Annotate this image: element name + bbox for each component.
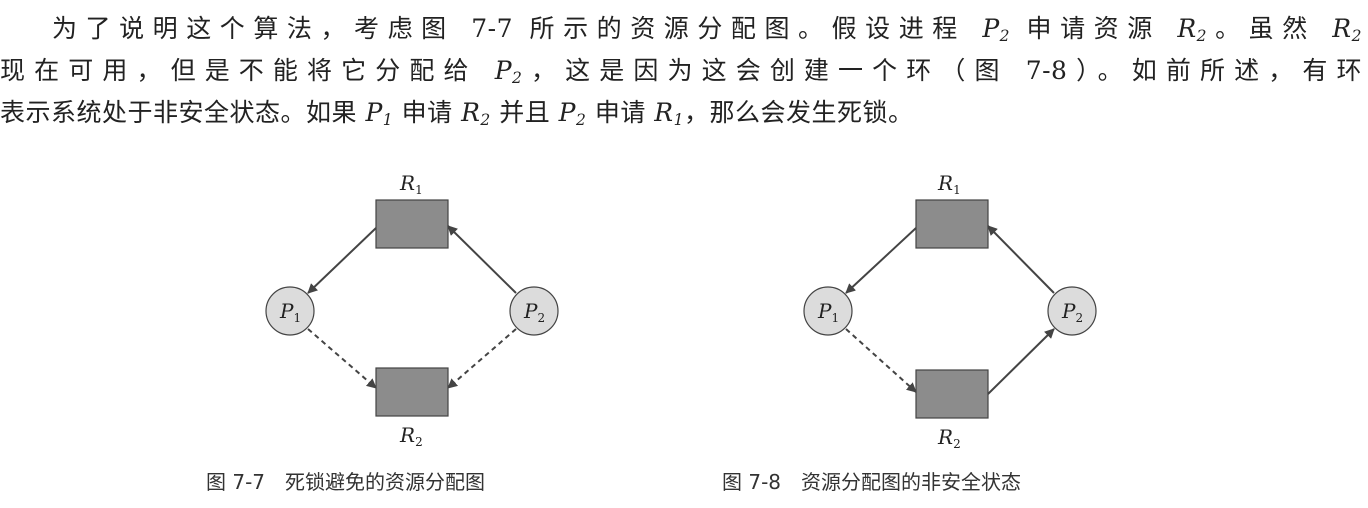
p1-label: P1 [279, 299, 301, 325]
text-run: 为了说明这个算法，考虑图 7-7 所示的资源分配图。假设进程 [52, 14, 983, 43]
text-run: 申请 [393, 98, 462, 127]
process-ref: P2 [494, 56, 523, 87]
resource-node-r1 [375, 199, 449, 249]
figure-7-8-caption: 图 7-8 资源分配图的非安全状态 [722, 466, 1021, 495]
text-run: 申请资源 [1010, 14, 1178, 43]
p2-label: P2 [1061, 299, 1083, 325]
text-run: ，这是因为这会创建一个环（图 7-8）。如前所述，有环 [522, 56, 1362, 85]
text-run: 申请 [586, 98, 655, 127]
resource-ref: R2 [1177, 14, 1208, 45]
process-node-p1 [265, 286, 315, 336]
process-ref: P2 [982, 14, 1011, 45]
claim-edge-p1-r2 [307, 328, 377, 389]
figure-7-7-caption: 图 7-7 死锁避免的资源分配图 [206, 466, 485, 495]
figure-7-8-diagram: R1 P1 P2 R2 [803, 171, 1097, 451]
p1-label: P1 [817, 299, 839, 325]
resource-node-r1 [915, 199, 989, 249]
claim-edge-p1-r2 [845, 328, 917, 393]
process-ref: P1 [365, 98, 394, 129]
paragraph-line-2: 现在可用，但是不能将它分配给 P2，这是因为这会创建一个环（图 7-8）。如前所… [0, 50, 1362, 92]
text-run: ，那么会发生死锁。 [683, 98, 914, 127]
process-node-p2 [509, 286, 559, 336]
resource-ref: R2 [461, 98, 491, 129]
r2-label: R2 [399, 423, 423, 449]
assignment-edge-r1-p1 [307, 227, 377, 294]
resource-node-r2 [375, 367, 449, 417]
text-run: 。虽然 [1207, 14, 1333, 43]
figure-7-7-diagram: R1 P1 P2 R2 [265, 171, 559, 449]
caption-title: 死锁避免的资源分配图 [285, 470, 486, 494]
caption-number: 图 7-8 [722, 470, 782, 494]
resource-ref: R2 [1332, 14, 1362, 45]
r1-label: R1 [937, 171, 961, 197]
request-edge-p2-r1 [447, 225, 517, 294]
paragraph-line-3: 表示系统处于非安全状态。如果 P1 申请 R2 并且 P2 申请 R1，那么会发… [0, 92, 1362, 134]
request-edge-p2-r1 [987, 225, 1055, 294]
body-paragraph: 为了说明这个算法，考虑图 7-7 所示的资源分配图。假设进程 P2 申请资源 R… [0, 8, 1362, 134]
claim-edge-p2-r2 [447, 328, 517, 389]
caption-number: 图 7-7 [206, 470, 266, 494]
p2-label: P2 [523, 299, 545, 325]
text-run: 现在可用，但是不能将它分配给 [0, 56, 495, 85]
r2-label: R2 [937, 425, 961, 451]
text-run: 并且 [490, 98, 559, 127]
resource-ref: R1 [654, 98, 684, 129]
caption-title: 资源分配图的非安全状态 [801, 470, 1022, 494]
process-ref: P2 [558, 98, 587, 129]
paragraph-line-1: 为了说明这个算法，考虑图 7-7 所示的资源分配图。假设进程 P2 申请资源 R… [0, 8, 1362, 50]
r1-label: R1 [399, 171, 423, 197]
assignment-edge-r1-p1 [845, 227, 917, 294]
resource-node-r2 [915, 369, 989, 419]
process-node-p2 [1047, 286, 1097, 336]
text-run: 表示系统处于非安全状态。如果 [0, 98, 366, 127]
assignment-edge-r2-p2 [987, 328, 1055, 395]
process-node-p1 [803, 286, 853, 336]
